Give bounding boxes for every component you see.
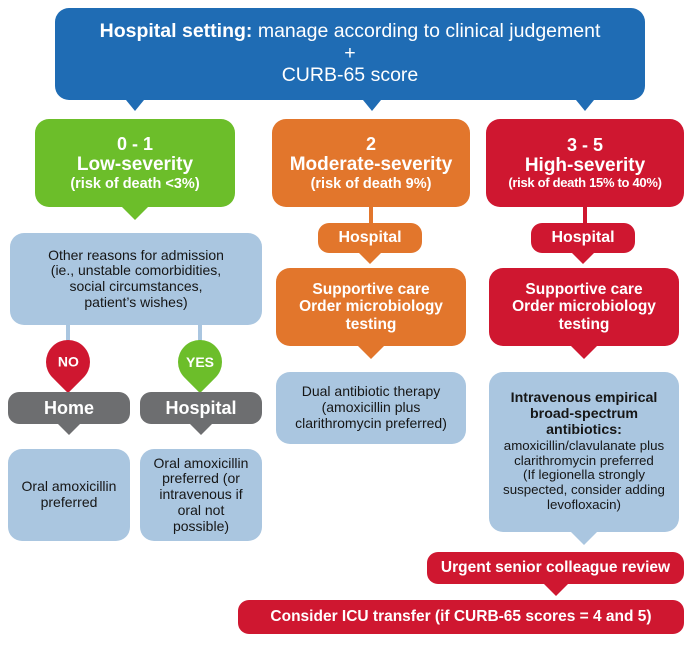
yes-badge-label: YES: [185, 354, 215, 371]
high-care-line-2: Order microbiology: [512, 298, 656, 316]
moderate-hospital-pill: Hospital: [318, 223, 422, 264]
severity-name-moderate: Moderate-severity: [289, 154, 453, 176]
no-badge-pin: NO: [36, 330, 100, 394]
stem-high-to-hospital: [583, 207, 587, 223]
hospital-treatment-line-2: preferred (or: [162, 470, 240, 487]
icu-transfer-label: Consider ICU transfer (if CURB-65 scores…: [270, 608, 652, 626]
hospital-admit-box: Hospital: [140, 392, 262, 435]
moderate-supportive-care-box: Supportive care Order microbiology testi…: [276, 268, 466, 359]
high-treatment-bold-3: antibiotics:: [546, 421, 622, 438]
moderate-care-line-2: Order microbiology: [299, 298, 443, 316]
header-arrow-mid: [363, 100, 381, 111]
no-badge-label: NO: [57, 354, 79, 370]
severity-box-moderate: 2 Moderate-severity (risk of death 9%): [272, 119, 470, 207]
severity-name-high: High-severity: [524, 155, 646, 177]
hospital-treatment-line-3: intravenous if: [159, 486, 243, 503]
home-box: Home: [8, 392, 130, 435]
other-reasons-line-4: patient’s wishes): [84, 293, 188, 310]
header-arrow-left: [126, 100, 144, 111]
icu-transfer-bar: Consider ICU transfer (if CURB-65 scores…: [238, 600, 684, 634]
tail-hospital-admit: [190, 424, 212, 435]
moderate-treatment-line-3: clarithromycin preferred): [295, 414, 447, 431]
tail-home: [58, 424, 80, 435]
tail-moderate-hospital: [359, 253, 381, 264]
severity-box-low: 0 - 1 Low-severity (risk of death <3%): [35, 119, 235, 220]
urgent-review-label: Urgent senior colleague review: [440, 559, 671, 577]
high-treatment-line-6: (If legionella strongly: [523, 467, 645, 483]
high-treatment-line-5: clarithromycin preferred: [514, 452, 654, 468]
high-hospital-pill: Hospital: [531, 223, 635, 264]
header-plus: +: [344, 42, 356, 65]
high-treatment-line-7: suspected, consider adding: [503, 482, 665, 498]
severity-score-high: 3 - 5: [566, 135, 604, 156]
header-arrow-right: [576, 100, 594, 111]
header-rest: manage according to clinical judgement: [252, 20, 601, 43]
tail-high-treatment: [571, 532, 597, 545]
high-treatment-line-8: levofloxacin): [547, 497, 621, 513]
severity-score-low: 0 - 1: [116, 134, 154, 155]
stem-to-yes-pin: [198, 325, 202, 345]
home-treatment-box: Oral amoxicillin preferred: [8, 449, 130, 541]
moderate-treatment-box: Dual antibiotic therapy (amoxicillin plu…: [276, 372, 466, 444]
moderate-hospital-pill-label: Hospital: [338, 229, 402, 247]
hospital-treatment-line-1: Oral amoxicillin: [153, 454, 249, 471]
header-curb-line: CURB-65 score: [281, 63, 419, 86]
severity-score-moderate: 2: [365, 134, 376, 155]
severity-risk-moderate: (risk of death 9%): [310, 175, 432, 192]
stem-to-no-pin: [66, 325, 70, 345]
tail-moderate-care: [358, 346, 384, 359]
severity-risk-low: (risk of death <3%): [70, 175, 200, 192]
severity-box-high: 3 - 5 High-severity (risk of death 15% t…: [486, 119, 684, 207]
hospital-treatment-box: Oral amoxicillin preferred (or intraveno…: [140, 449, 262, 541]
high-supportive-care-box: Supportive care Order microbiology testi…: [489, 268, 679, 359]
home-label: Home: [43, 397, 94, 418]
severity-risk-high: (risk of death 15% to 40%): [508, 175, 662, 191]
tail-high-care: [571, 346, 597, 359]
high-treatment-bold-2: broad-spectrum: [530, 405, 638, 422]
high-treatment-line-4: amoxicillin/clavulanate plus: [503, 437, 665, 453]
severity-name-low: Low-severity: [76, 154, 194, 176]
high-care-line-3: testing: [558, 315, 610, 333]
moderate-care-line-3: testing: [345, 315, 397, 333]
hospital-treatment-line-4: oral not: [177, 501, 225, 518]
stem-moderate-to-hospital: [369, 207, 373, 223]
hospital-treatment-line-5: possible): [172, 517, 230, 534]
yes-badge-pin: YES: [168, 330, 232, 394]
other-reasons-line-1: Other reasons for admission: [48, 246, 224, 263]
tail-low: [122, 207, 148, 220]
moderate-treatment-line-2: (amoxicillin plus: [321, 399, 421, 416]
high-treatment-box: Intravenous empirical broad-spectrum ant…: [489, 372, 679, 545]
moderate-treatment-line-1: Dual antibiotic therapy: [301, 383, 441, 400]
hospital-admit-label: Hospital: [165, 397, 237, 418]
high-care-line-1: Supportive care: [525, 280, 643, 298]
home-treatment-line-1: Oral amoxicillin: [21, 478, 117, 495]
tail-high-hospital: [572, 253, 594, 264]
other-reasons-box: Other reasons for admission (ie., unstab…: [10, 233, 262, 325]
header-box: Hospital setting: manage according to cl…: [55, 8, 645, 100]
other-reasons-line-2: (ie., unstable comorbidities,: [50, 262, 222, 279]
home-treatment-line-2: preferred: [40, 494, 98, 510]
urgent-review-bar: Urgent senior colleague review: [427, 552, 684, 596]
high-treatment-bold-1: Intravenous empirical: [510, 389, 658, 406]
moderate-care-line-1: Supportive care: [312, 280, 430, 298]
header-bold-lead: Hospital setting:: [99, 20, 253, 43]
tail-urgent-review: [543, 584, 568, 596]
other-reasons-line-3: social circumstances,: [69, 278, 203, 294]
high-hospital-pill-label: Hospital: [551, 229, 615, 247]
